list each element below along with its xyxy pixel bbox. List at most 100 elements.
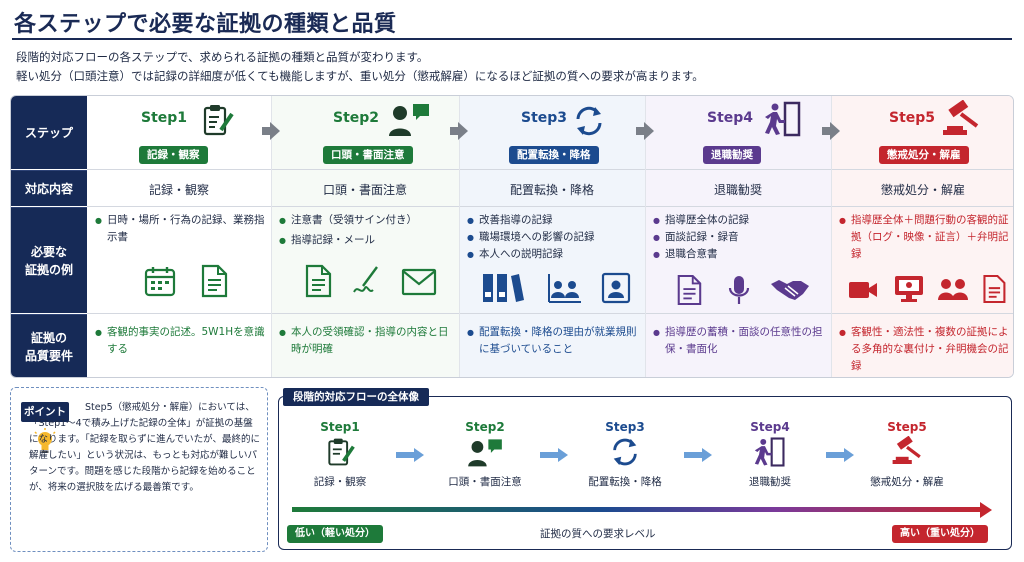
step1-header: Step1 記録・観察 [87,96,271,169]
intro-text: 段階的対応フローの各ステップで、求められる証拠の種類と品質が変わります。 軽い処… [16,48,704,86]
row-header-quality: 証拠の 品質要件 [11,314,87,377]
step2-label: Step2 [333,110,380,126]
flow-arrow-1 [396,448,424,462]
group-icon [938,279,968,300]
step4-evidence-1: 指導歴全体の記録 [665,214,749,226]
step1-content: 記録・観察 [148,182,209,197]
page-title: 各ステップで必要な証拠の種類と品質 [14,12,397,37]
list-item: 職場環境への影響の記録 [467,229,641,246]
step5-label: Step5 [889,110,936,126]
requirement-level-label: 証拠の質への要求レベル [540,528,656,540]
row-divider [87,206,1013,207]
list-item: 指導歴全体＋問題行動の客観的証拠（ログ・映像・証言）＋弁明記録 [839,212,1011,263]
step3-evidence-icons [459,272,645,308]
flow-step5-label: Step5 [887,420,927,434]
list-item: 本人の受領確認・指導の内容と日時が明確 [279,324,455,358]
step5-column: Step5 懲戒処分・解雇 懲戒処分・解雇 指導歴全体＋問題行動の客観的証拠（ロ… [831,96,1013,377]
step5-quality-1: 客観性・適法性・複数の証拠による多角的な裏付け・弁明機会の記録 [851,326,1009,372]
microphone-icon [728,276,750,304]
video-camera-icon [849,282,877,298]
row-divider [87,169,1013,170]
list-item: 客観性・適法性・複数の証拠による多角的な裏付け・弁明機会の記録 [839,324,1011,375]
flow-step4-label: Step4 [750,420,790,434]
requirement-gradient-bar [292,507,982,512]
signature-icon [353,266,378,293]
step5-evidence-icons [831,274,1013,310]
step4-quality-1: 指導歴の蓄積・面談の任意性の担保・書面化 [665,326,823,355]
step4-evidence-icons [645,274,831,310]
row-header-content-label: 対応内容 [24,181,73,196]
step4-evidence-3: 退職合意書 [665,248,718,260]
step4-label: Step4 [707,110,754,126]
step5-content: 懲戒処分・解雇 [880,182,965,197]
column-divider [459,96,460,377]
column-divider [645,96,646,377]
flow-arrow-4 [826,448,854,462]
clipboard-icon [328,438,355,466]
step4-evidence-2: 面談記録・録音 [665,231,739,243]
row-divider [87,313,1013,314]
high-level-badge: 高い（重い処分） [892,525,988,543]
column-divider [271,96,272,377]
step2-evidence-icons [271,264,459,300]
step1-column: Step1 記録・観察 記録・観察 日時・場所・行為の記録、業務指示書 [87,96,271,377]
step2-badge: 口頭・書面注意 [323,146,413,164]
step3-evidence-2: 職場環境への影響の記録 [479,231,595,243]
row-header-evidence-line1: 必要な [30,244,67,259]
flow-step4: Step4 退職勧奨 [730,420,810,489]
step2-evidence-1: 注意書（受領サイン付き） [291,214,417,226]
document-icon [305,264,332,298]
flow-arrow-3 [684,448,712,462]
step2-evidence-2: 指導記録・メール [291,234,375,246]
step1-evidence-icons [87,264,271,300]
handshake-icon [771,280,809,300]
gavel-icon [943,100,979,135]
point-text: Step5（懲戒処分・解雇）においては、「Step1〜4で積み上げた記録の全体」… [29,402,260,493]
document-icon [677,274,702,306]
step2-evidence-list: 注意書（受領サイン付き） 指導記録・メール [279,212,455,249]
step3-quality-1: 配置転換・降格の理由が就業規則に基づいていること [479,326,637,355]
row-header-evidence: 必要な 証拠の例 [11,207,87,313]
list-item: 配置転換・降格の理由が就業規則に基づいていること [467,324,641,358]
step2-header: Step2 口頭・書面注意 [271,96,459,169]
title-rule [12,38,1012,40]
step3-evidence-list: 改善指導の記録 職場環境への影響の記録 本人への説明記録 [467,212,641,263]
flow-step3: Step3 配置転換・降格 [580,420,670,489]
mail-icon [401,268,437,296]
step5-quality-list: 客観性・適法性・複数の証拠による多角的な裏付け・弁明機会の記録 [839,324,1011,375]
flow-step2-label: Step2 [465,420,505,434]
flow-step5: Step5 懲戒処分・解雇 [862,420,952,489]
step3-quality-list: 配置転換・降格の理由が就業規則に基づいていること [467,324,641,358]
evidence-table: ステップ 対応内容 必要な 証拠の例 証拠の 品質要件 Step1 記録・観察 … [10,95,1014,378]
step1-evidence-list: 日時・場所・行為の記録、業務指示書 [95,212,267,246]
step1-quality-1: 客観的事実の記述。5W1Hを意識する [107,326,265,355]
row-header-evidence-line2: 証拠の例 [24,262,73,277]
step2-column: Step2 口頭・書面注意 口頭・書面注意 注意書（受領サイン付き） 指導記録・… [271,96,459,377]
step3-badge: 配置転換・降格 [509,146,599,164]
step4-header: Step4 退職勧奨 [645,96,831,169]
step4-column: Step4 退職勧奨 退職勧奨 指導歴全体の記録 面談記録・録音 退職合意書 [645,96,831,377]
step2-quality-1: 本人の受領確認・指導の内容と日時が明確 [291,326,449,355]
step3-label: Step3 [521,110,568,126]
step2-quality-list: 本人の受領確認・指導の内容と日時が明確 [279,324,455,358]
step4-content: 退職勧奨 [713,182,762,197]
intro-line-2: 軽い処分（口頭注意）では記録の詳細度が低くても機能しますが、重い処分（懲戒解雇）… [16,69,704,83]
list-item: 指導歴の蓄積・面談の任意性の担保・書面化 [653,324,827,358]
flow-overview [278,396,1012,550]
binders-icon [483,274,524,302]
person-speech-icon [468,439,502,467]
list-item: 面談記録・録音 [653,229,827,246]
low-level-badge: 低い（軽い処分） [287,525,383,543]
clipboard-icon [203,105,234,136]
exit-door-icon [765,101,801,137]
list-item: 日時・場所・行為の記録、業務指示書 [95,212,267,246]
step3-evidence-3: 本人への説明記録 [479,248,563,260]
row-header-step-label: ステップ [24,125,73,140]
step5-evidence-list: 指導歴全体＋問題行動の客観的証拠（ログ・映像・証言）＋弁明記録 [839,212,1011,263]
step4-badge: 退職勧奨 [703,146,761,164]
list-item: 指導歴全体の記録 [653,212,827,229]
flow-step4-name: 退職勧奨 [749,476,791,488]
person-speech-icon [389,104,429,136]
point-tag: ポイント [21,402,69,422]
flow-tag: 段階的対応フローの全体像 [283,388,429,406]
